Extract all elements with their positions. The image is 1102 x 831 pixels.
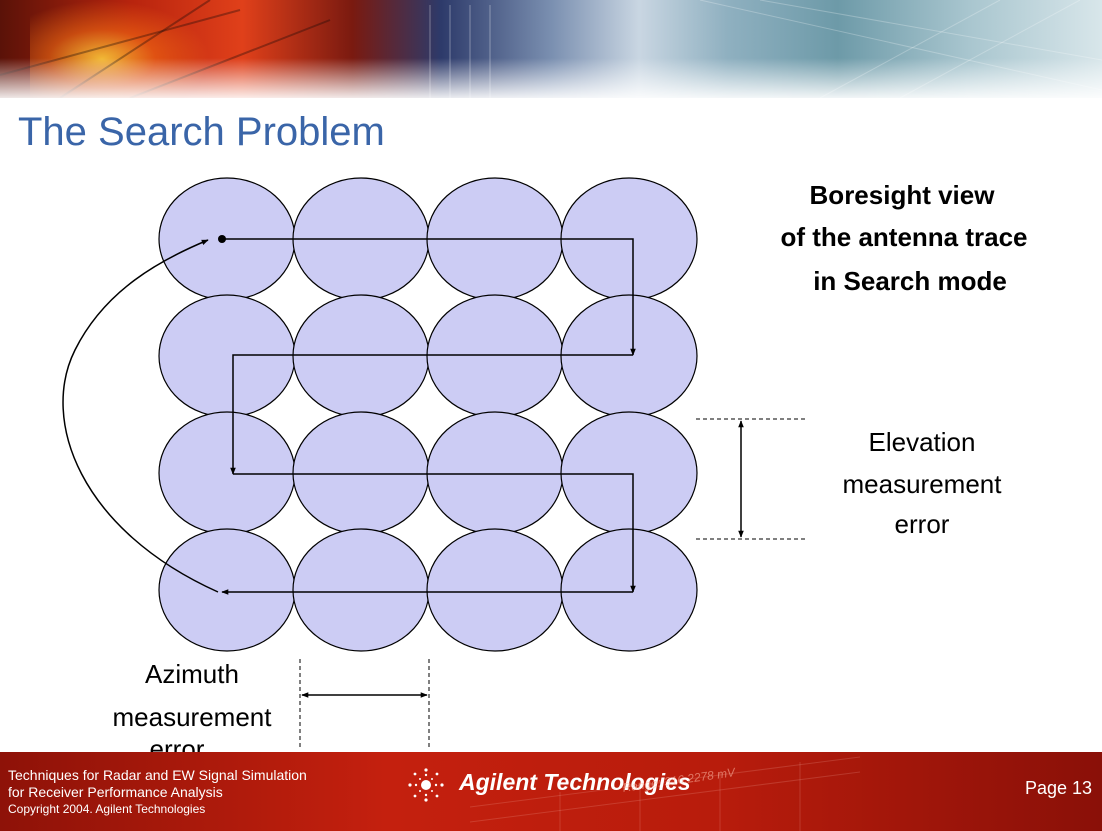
header-banner-image [0,0,1102,98]
banner-fade [0,58,1102,98]
diagram-heading: Boresight view of the antenna trace in S… [780,180,1027,296]
elevation-label: Elevation measurement error [843,427,1003,539]
agilent-logo: Agilent Technologies Range: 316.2278 mV [404,765,944,805]
heading-line-3: in Search mode [813,266,1007,296]
beam-circle [158,294,296,418]
heading-line-1: Boresight view [810,180,996,210]
footer-bar: Techniques for Radar and EW Signal Simul… [0,752,1102,831]
footer-grid-texture [469,756,861,831]
footer-line-2: for Receiver Performance Analysis [8,784,223,800]
trace-start-point [218,235,226,243]
beam-grid [158,177,698,652]
trace-return-path [62,239,219,593]
beam-circle [426,411,564,535]
antenna-trace [62,238,636,595]
beam-circle [560,294,698,418]
trace-row-2 [230,354,633,475]
elevation-label-line-2: measurement [843,469,1003,499]
beam-circle [292,411,430,535]
azimuth-label: Azimuth measurement error [113,659,273,764]
azimuth-dimension [299,659,430,750]
azimuth-label-line-2: measurement [113,702,273,732]
spark-icon [408,768,444,802]
beam-circle [158,411,296,535]
beam-circle [292,294,430,418]
beam-circle [158,528,296,652]
beam-circle [292,528,430,652]
footer-line-1: Techniques for Radar and EW Signal Simul… [8,767,307,783]
beam-circle [560,411,698,535]
footer-caption: Techniques for Radar and EW Signal Simul… [8,767,307,818]
page-number: Page 13 [1025,778,1093,798]
slide-title: The Search Problem [18,110,385,154]
elevation-dimension [696,418,806,540]
azimuth-label-line-1: Azimuth [145,659,239,689]
trace-row-3 [233,473,636,593]
brand-name: Agilent Technologies [459,769,691,795]
elevation-label-line-1: Elevation [869,427,976,457]
heading-line-2: of the antenna trace [780,222,1027,252]
trace-row-1 [222,238,636,356]
elevation-label-line-3: error [895,509,950,539]
beam-circle [426,294,564,418]
beam-circle [560,528,698,652]
footer-line-3: Copyright 2004. Agilent Technologies [8,802,206,816]
beam-circle [426,528,564,652]
